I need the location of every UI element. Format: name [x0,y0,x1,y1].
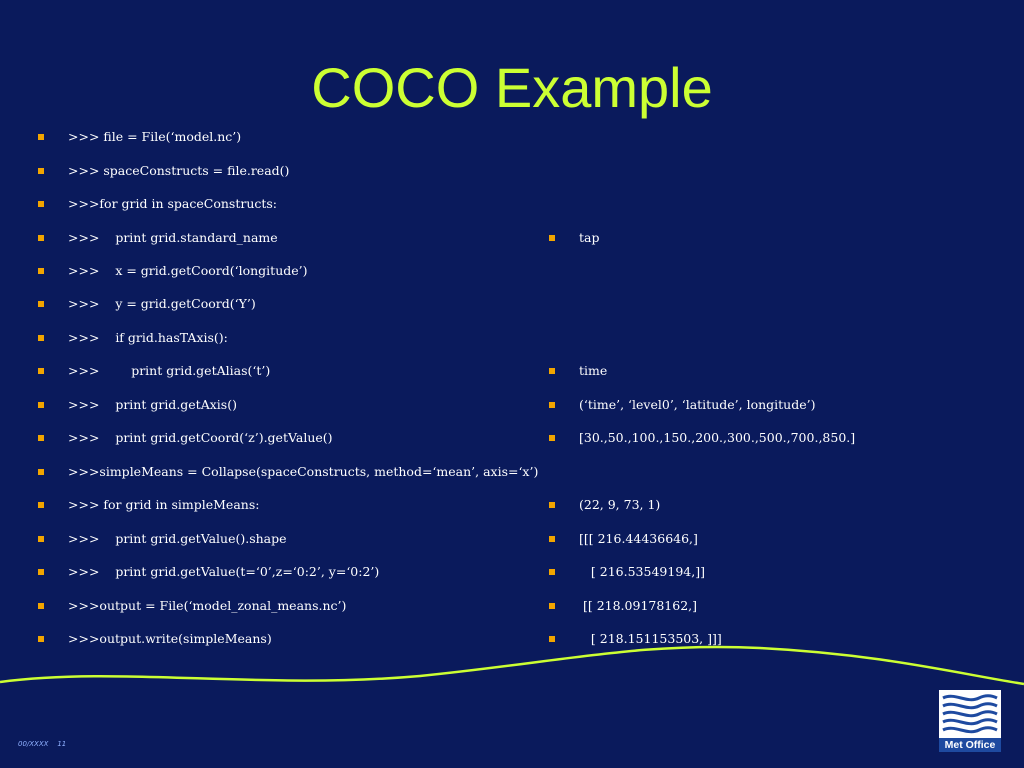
bullet-square-icon [38,201,44,207]
bullet-square-icon [38,335,44,341]
bullet-square-icon [38,502,44,508]
bullet-square-icon [38,368,44,374]
bullet-square-icon [38,301,44,307]
met-office-logo: Met Office [938,689,1002,753]
bullet-square-icon [38,636,44,642]
bullet-square-icon [38,235,44,241]
bullet-square-icon [38,469,44,475]
bullet-square-icon [38,435,44,441]
bullet-square-icon [549,603,555,609]
bullet-square-icon [38,168,44,174]
bullet-square-icon [549,502,555,508]
logo-label: Met Office [939,738,1001,752]
bullet-square-icon [549,636,555,642]
bullet-square-icon [549,235,555,241]
bullet-square-icon [38,603,44,609]
bullet-square-icon [38,536,44,542]
bullet-square-icon [549,536,555,542]
bullet-square-icon [38,402,44,408]
bullet-square-icon [38,268,44,274]
bullet-square-icon [38,134,44,140]
footer-text: 00/XXXX 11 [18,740,67,748]
bullet-square-icon [549,368,555,374]
bullet-square-icon [549,402,555,408]
output-bullet-list: tap time (‘time’, ‘level0’, ‘latitude’, … [549,0,1009,768]
bullet-square-icon [549,435,555,441]
bullet-square-icon [38,569,44,575]
waves-icon [942,694,998,734]
slide-title: COCO Example [311,56,713,119]
bullet-square-icon [549,569,555,575]
code-bullet-list: >>> file = File(‘model.nc’) >>> spaceCon… [38,0,538,768]
decorative-wave [0,645,1024,686]
